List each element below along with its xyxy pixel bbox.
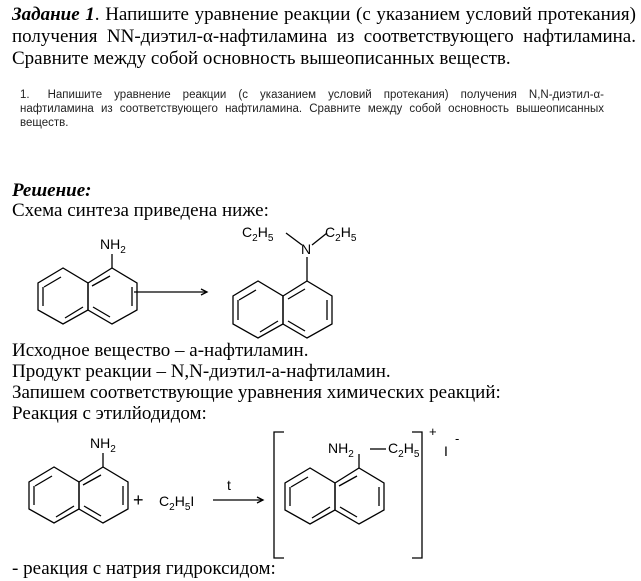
naphthalene-ring-product-2	[284, 448, 386, 525]
heat-condition-label: t	[227, 477, 231, 493]
product2-ethyl-label: C2H5	[388, 440, 420, 460]
reaction2-heading: - реакция с натрия гидроксидом:	[12, 558, 276, 579]
task-paragraph: Задание 1. Напишите уравнение реакции (с…	[12, 4, 636, 70]
bracket-right	[412, 431, 423, 559]
scan-text: Напишите уравнение реакции (с указанием …	[20, 89, 604, 129]
naphthalene-ring-reactant-1	[37, 254, 138, 325]
ethyl-left-label: C2H5	[242, 224, 274, 244]
ethyl-iodide-label: C2H5I	[159, 493, 194, 513]
scheme-intro: Схема синтеза приведена ниже:	[12, 200, 269, 221]
reactant2-nh2-label: NH2	[90, 435, 116, 455]
charge-minus: -	[455, 431, 459, 446]
bond-n-ethyl-right	[311, 232, 328, 246]
task-label: Задание 1	[12, 4, 95, 25]
starting-material-line: Исходное вещество – а-нафтиламин.	[12, 340, 309, 361]
reaction1-heading: Реакция с этилйодидом:	[12, 403, 207, 424]
scan-number: 1.	[20, 89, 30, 101]
bond-n-ethyl-left	[285, 232, 303, 246]
scanned-task-excerpt: 1.Напишите уравнение реакции (с указание…	[20, 88, 604, 130]
ethyl-right-label: C2H5	[325, 224, 357, 244]
reaction-arrowhead-2	[256, 496, 265, 504]
solution-heading: Решение:	[12, 180, 92, 201]
task-text: . Напишите уравнение реакции (с указание…	[12, 4, 636, 69]
naphthalene-ring-product-1	[232, 232, 333, 339]
naphthalene-ring-reactant-2	[28, 453, 129, 524]
charge-plus: +	[429, 424, 437, 439]
equations-intro-line: Запишем соответствующие уравнения химиче…	[12, 382, 501, 403]
bracket-left	[273, 431, 284, 559]
reactant-nh2-label: NH2	[100, 236, 126, 256]
amine-n-label: N	[301, 241, 311, 257]
iodide-counter-ion: I	[444, 443, 448, 459]
reaction-arrowhead-1	[200, 288, 209, 296]
product-line: Продукт реакции – N,N-диэтил-а-нафтилами…	[12, 361, 391, 382]
product2-nh2-label: NH2	[328, 440, 354, 460]
plus-sign: +	[133, 490, 144, 510]
